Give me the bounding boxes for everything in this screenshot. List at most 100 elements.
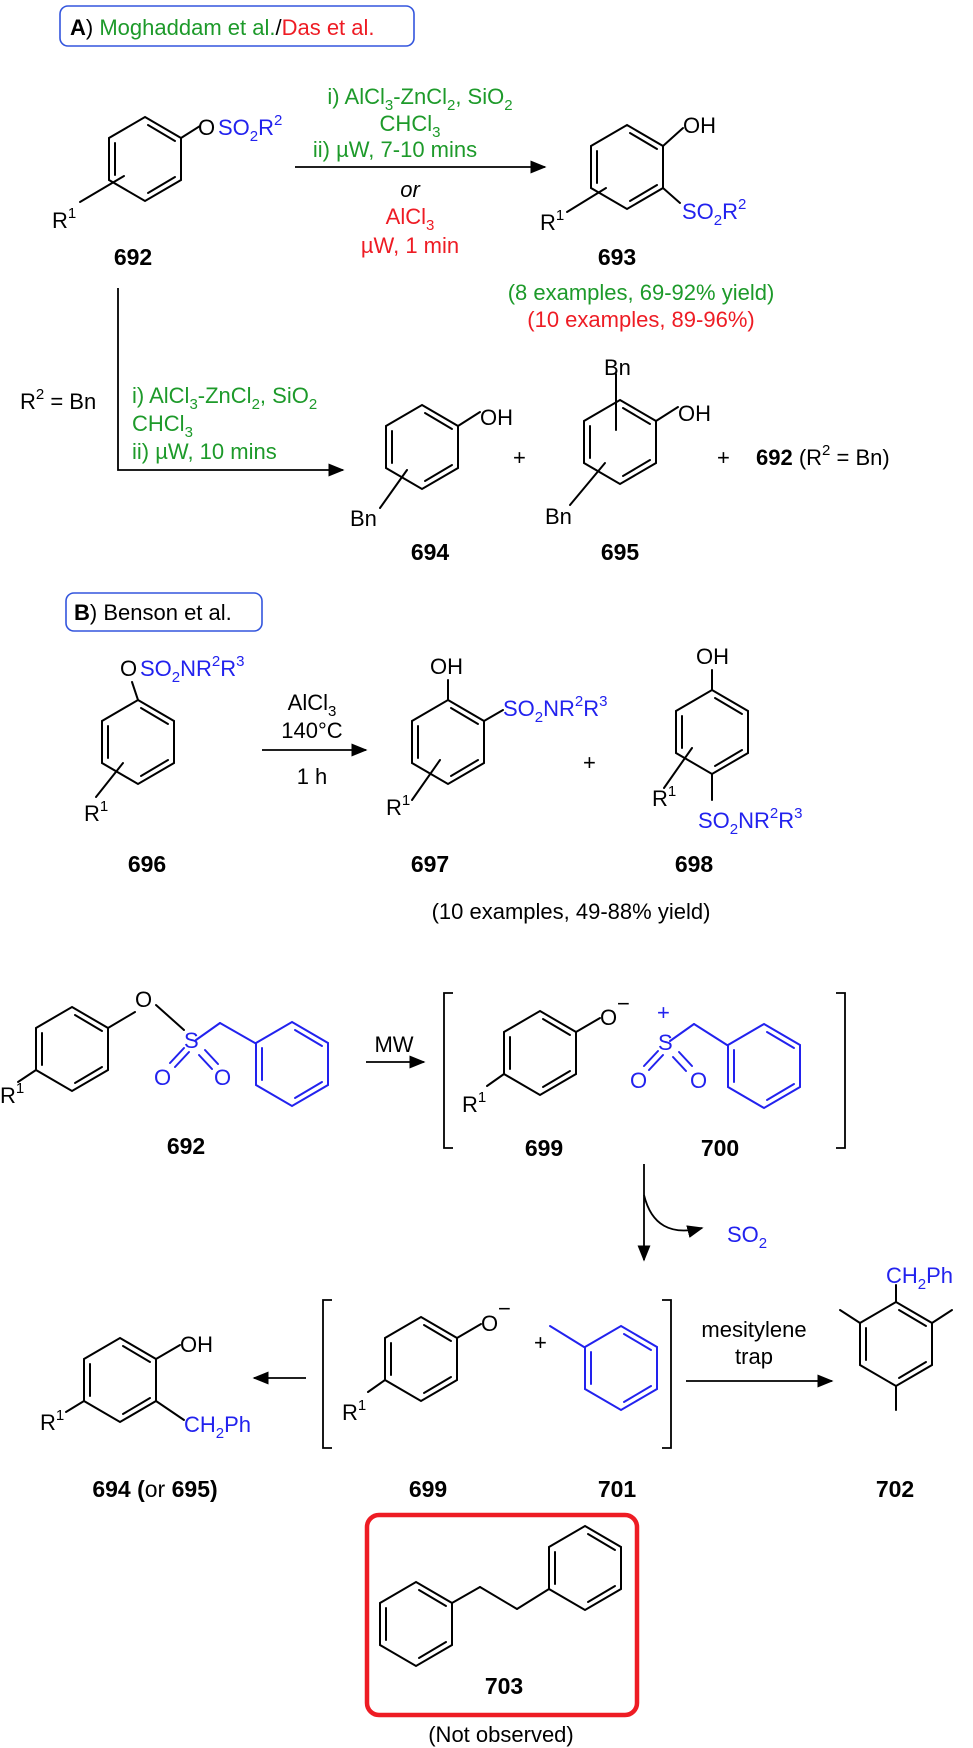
section-b-title: B) Benson et al. [74,600,232,625]
svg-text:O: O [198,115,215,140]
bracket-left-2 [322,1299,332,1449]
structure-701: + [534,1324,658,1412]
mesitylene-label: mesitylene [701,1317,806,1342]
svg-text:1 h: 1 h [297,764,328,789]
structure-694-or-695: OH CH2Ph R1 [40,1332,251,1442]
structure-692-top: O SO2R2 R1 [52,112,282,233]
svg-text:140°C: 140°C [281,718,343,743]
svg-text:R1: R1 [540,207,564,235]
structure-694: OH Bn [350,403,513,531]
structure-703 [379,1524,622,1668]
svg-text:i) AlCl3-ZnCl2, SiO2: i) AlCl3-ZnCl2, SiO2 [132,383,317,413]
conditions-a-bn: i) AlCl3-ZnCl2, SiO2 CHCl3 ii) µW, 10 mi… [132,383,317,464]
svg-text:O: O [214,1065,231,1090]
svg-text:OH: OH [683,113,716,138]
svg-text:R1: R1 [52,205,76,233]
svg-text:SO2R2: SO2R2 [682,196,746,229]
mw-label: MW [374,1032,413,1057]
svg-text:O: O [135,987,152,1012]
compound-label-696: 696 [128,851,166,877]
plus-sign-3: + [583,750,596,775]
trap-label: trap [735,1344,773,1369]
svg-text:AlCl3: AlCl3 [288,690,337,720]
not-observed-box [364,1512,640,1718]
svg-text:ii) µW, 7-10 mins: ii) µW, 7-10 mins [313,137,477,162]
svg-text:+: + [657,1000,670,1025]
svg-text:O: O [120,656,137,681]
structure-693: OH SO2R2 R1 [540,113,746,235]
svg-text:Bn: Bn [350,506,377,531]
svg-text:R1: R1 [652,783,676,811]
svg-text:O: O [630,1068,647,1093]
svg-text:Bn: Bn [604,355,631,380]
svg-text:OH: OH [678,401,711,426]
svg-text:SO2NR2R3: SO2NR2R3 [698,805,803,838]
structure-696: O SO2NR2R3 R1 [84,653,245,826]
svg-text:O: O [154,1065,171,1090]
svg-text:O: O [600,1005,617,1030]
compound-label-697: 697 [411,851,449,877]
svg-text:O: O [481,1311,498,1336]
compound-label-701: 701 [598,1476,637,1502]
svg-text:OH: OH [430,654,463,679]
compound-label-699-b: 699 [409,1476,447,1502]
structure-695: OH Bn Bn [545,355,711,529]
compound-label-702: 702 [876,1476,914,1502]
structure-700: + S O O [630,1000,801,1110]
plus-sign-2: + [717,445,730,470]
svg-text:Bn: Bn [545,504,572,529]
svg-text:SO2NR2R3: SO2NR2R3 [503,693,608,726]
yield-b: (10 examples, 49-88% yield) [432,899,711,924]
svg-text:R1: R1 [386,792,410,820]
compound-label-700: 700 [701,1135,739,1161]
svg-text:OH: OH [480,405,513,430]
svg-text:+: + [534,1330,547,1355]
svg-text:ii) µW, 10 mins: ii) µW, 10 mins [132,439,277,464]
compound-label-693: 693 [598,244,636,270]
compound-label-692: 692 [114,244,152,270]
arrow-so2-curve [643,1194,704,1238]
svg-text:R1: R1 [0,1080,24,1108]
svg-text:SO2R2: SO2R2 [218,112,282,145]
bracket-right-1 [836,992,846,1149]
compound-label-703: 703 [485,1673,523,1699]
section-a-title: A) Moghaddam et al./Das et al. [70,15,375,40]
svg-text:−: − [498,1296,511,1321]
structure-699-b: O − R1 [342,1296,511,1425]
svg-text:R1: R1 [84,798,108,826]
svg-text:R1: R1 [462,1089,486,1117]
compound-label-699-a: 699 [525,1135,563,1161]
svg-text:R1: R1 [40,1407,64,1435]
side-product-692: 692 (R2 = Bn) [756,442,890,470]
svg-text:CHCl3: CHCl3 [132,411,193,441]
compound-label-695: 695 [601,539,640,565]
svg-text:AlCl3: AlCl3 [386,204,435,234]
svg-text:−: − [617,991,630,1016]
svg-text:R1: R1 [342,1397,366,1425]
svg-text:S: S [658,1030,673,1055]
svg-text:S: S [184,1028,199,1053]
bracket-left-1 [443,992,453,1149]
svg-text:OH: OH [696,644,729,669]
structure-702: CH2Ph [839,1263,953,1411]
svg-text:µW, 1 min: µW, 1 min [361,233,459,258]
section-a-label-box [59,5,415,47]
structure-692-mechanism: O S O O R1 [0,987,329,1108]
section-b-label-box [65,592,263,632]
yield-green: (8 examples, 69-92% yield) [508,280,775,305]
structure-699-a: O − R1 [462,991,630,1117]
svg-text:OH: OH [180,1332,213,1357]
bracket-right-2 [662,1299,672,1449]
compound-label-692-mech: 692 [167,1133,205,1159]
compound-label-694: 694 [411,539,450,565]
compound-label-694-or-695: 694 (or 695) [92,1476,217,1502]
svg-text:i) AlCl3-ZnCl2, SiO2: i) AlCl3-ZnCl2, SiO2 [327,84,512,114]
r2-bn-label: R2 = Bn [20,386,96,414]
svg-text:CH2Ph: CH2Ph [184,1412,251,1442]
svg-text:or: or [400,177,421,202]
conditions-a-top: i) AlCl3-ZnCl2, SiO2 CHCl3 ii) µW, 7-10 … [313,84,513,258]
svg-text:O: O [690,1068,707,1093]
structure-698: OH R1 SO2NR2R3 [652,644,803,838]
compound-label-698: 698 [675,851,714,877]
